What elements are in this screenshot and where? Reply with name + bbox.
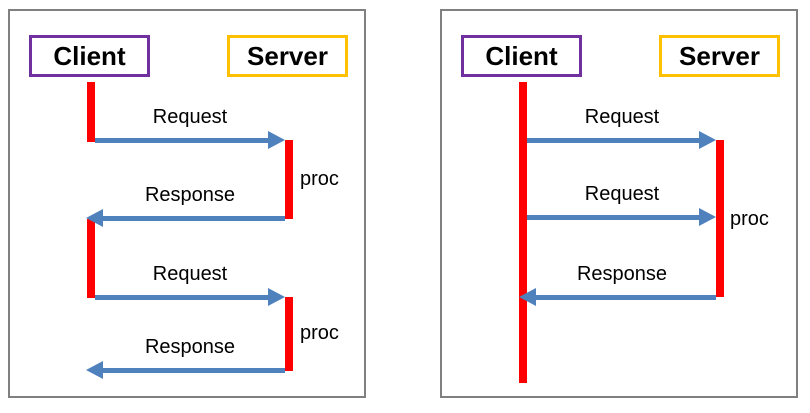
client-actor-label: Client — [53, 40, 126, 71]
server-actor-label: Server — [679, 40, 760, 71]
arrow-line — [98, 216, 285, 221]
message-label-response: Response — [144, 184, 236, 206]
arrow-line — [527, 138, 704, 143]
client-actor-box: Client — [29, 35, 150, 77]
server-actor-box: Server — [659, 35, 780, 77]
arrow-head-right-icon — [699, 131, 716, 149]
request-arrow — [95, 288, 285, 306]
response-arrow — [519, 288, 716, 306]
arrow-line — [95, 138, 273, 143]
proc-label: proc — [300, 322, 339, 344]
server-activation-bar — [716, 140, 724, 297]
message-label-request: Request — [152, 263, 228, 285]
arrow-line — [527, 215, 704, 220]
message-label-request: Request — [152, 106, 228, 128]
server-actor-label: Server — [247, 40, 328, 71]
proc-label: proc — [730, 208, 769, 230]
message-label-request: Request — [584, 106, 660, 128]
arrow-head-right-icon — [268, 288, 285, 306]
message-label-response: Response — [144, 336, 236, 358]
response-arrow — [86, 209, 285, 227]
left-sequence-diagram-panel: Client Server Request proc Response Requ… — [8, 9, 366, 398]
arrow-head-left-icon — [519, 288, 536, 306]
client-actor-box: Client — [461, 35, 582, 77]
arrow-head-right-icon — [268, 131, 285, 149]
arrow-line — [98, 368, 285, 373]
server-activation-bar — [285, 297, 293, 371]
arrow-head-left-icon — [86, 361, 103, 379]
proc-label: proc — [300, 168, 339, 190]
client-activation-bar — [87, 82, 95, 142]
arrow-head-left-icon — [86, 209, 103, 227]
right-sequence-diagram-panel: Client Server Request Request proc Respo… — [440, 9, 798, 398]
client-actor-label: Client — [485, 40, 558, 71]
arrow-head-right-icon — [699, 208, 716, 226]
client-activation-bar — [87, 219, 95, 298]
server-activation-bar — [285, 140, 293, 219]
arrow-line — [95, 295, 273, 300]
request-arrow — [527, 208, 716, 226]
message-label-response: Response — [576, 263, 668, 285]
response-arrow — [86, 361, 285, 379]
message-label-request: Request — [584, 183, 660, 205]
arrow-line — [531, 295, 716, 300]
request-arrow — [95, 131, 285, 149]
server-actor-box: Server — [227, 35, 348, 77]
request-arrow — [527, 131, 716, 149]
client-activation-bar — [519, 82, 527, 383]
